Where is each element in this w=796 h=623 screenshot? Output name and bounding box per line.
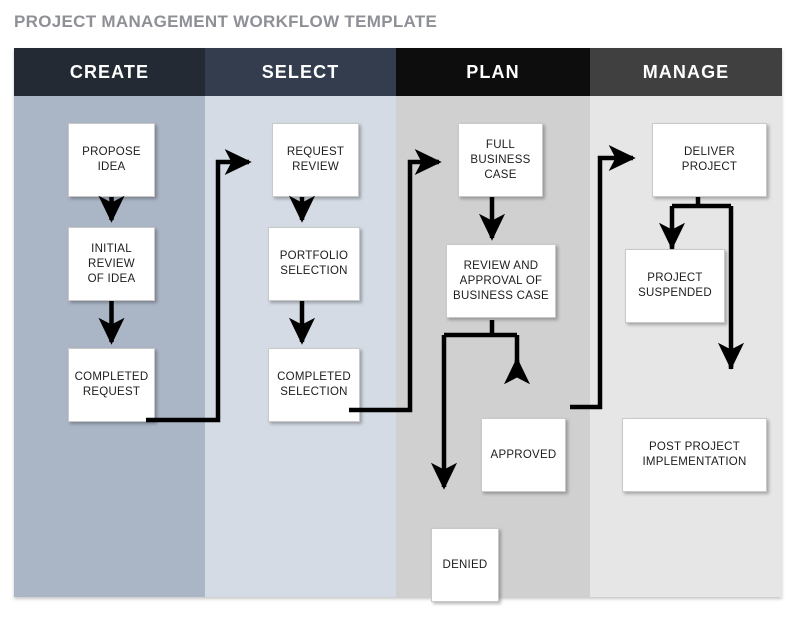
node-label-request-review: REQUEST REVIEW: [286, 146, 345, 173]
node-label-post-project-implementation: POST PROJECT IMPLEMENTATION: [642, 441, 747, 468]
node-label-full-business-case: FULL BUSINESS CASE: [470, 138, 531, 181]
node-label-approved: APPROVED: [490, 448, 557, 461]
node-label-completed-request: COMPLETED REQUEST: [74, 371, 149, 398]
column-title-plan: PLAN: [466, 61, 520, 82]
node-deliver-project[interactable]: DELIVER PROJECT: [652, 123, 767, 197]
node-label-propose-idea: PROPOSE IDEA: [82, 146, 141, 173]
column-select: SELECT REQUEST REVIEW PORTFOLIO SELECTIO…: [205, 48, 396, 597]
node-approved[interactable]: APPROVED: [481, 418, 566, 492]
node-initial-review-of-idea[interactable]: INITIAL REVIEW OF IDEA: [68, 227, 155, 301]
node-post-project-implementation[interactable]: POST PROJECT IMPLEMENTATION: [622, 418, 767, 492]
column-title-create: CREATE: [69, 61, 150, 82]
column-title-manage: MANAGE: [642, 61, 730, 82]
column-body-select: REQUEST REVIEW PORTFOLIO SELECTION COMPL…: [205, 96, 396, 597]
node-label-portfolio-selection: PORTFOLIO SELECTION: [279, 250, 349, 277]
node-label-initial-review-of-idea: INITIAL REVIEW OF IDEA: [87, 242, 136, 285]
node-label-review-and-approval-of-business-case: REVIEW AND APPROVAL OF BUSINESS CASE: [453, 259, 549, 302]
node-label-completed-selection: COMPLETED SELECTION: [277, 371, 351, 398]
swimlane-board: CREATE PROPOSE IDEA INITIAL REVIEW OF ID…: [14, 48, 782, 602]
column-title-select: SELECT: [261, 61, 340, 82]
column-body-manage: DELIVER PROJECT PROJECT SUSPENDED POST P…: [590, 96, 782, 597]
column-plan: PLAN FULL BUSINESS CASE REVIEW AND APPRO…: [396, 48, 590, 602]
node-completed-selection[interactable]: COMPLETED SELECTION: [268, 348, 360, 422]
node-label-denied: DENIED: [442, 558, 488, 571]
node-propose-idea[interactable]: PROPOSE IDEA: [68, 123, 155, 197]
page-title: PROJECT MANAGEMENT WORKFLOW TEMPLATE: [14, 12, 438, 31]
column-create: CREATE PROPOSE IDEA INITIAL REVIEW OF ID…: [14, 48, 205, 597]
column-header-create: CREATE: [14, 48, 205, 96]
node-full-business-case[interactable]: FULL BUSINESS CASE: [458, 123, 543, 197]
node-project-suspended[interactable]: PROJECT SUSPENDED: [625, 249, 725, 323]
node-completed-request[interactable]: COMPLETED REQUEST: [68, 348, 155, 422]
column-header-select: SELECT: [205, 48, 396, 96]
column-header-manage: MANAGE: [590, 48, 782, 96]
column-manage: MANAGE DELIVER PROJECT PROJECT SUSPENDED…: [590, 48, 782, 597]
node-label-project-suspended: PROJECT SUSPENDED: [638, 272, 712, 299]
column-body-plan: FULL BUSINESS CASE REVIEW AND APPROVAL O…: [396, 96, 590, 602]
column-header-plan: PLAN: [396, 48, 590, 96]
column-body-create: PROPOSE IDEA INITIAL REVIEW OF IDEA COMP…: [14, 96, 205, 597]
node-label-deliver-project: DELIVER PROJECT: [681, 146, 738, 173]
node-review-and-approval-of-business-case[interactable]: REVIEW AND APPROVAL OF BUSINESS CASE: [446, 244, 556, 318]
node-portfolio-selection[interactable]: PORTFOLIO SELECTION: [268, 227, 360, 301]
node-request-review[interactable]: REQUEST REVIEW: [272, 123, 359, 197]
node-denied[interactable]: DENIED: [431, 528, 499, 602]
